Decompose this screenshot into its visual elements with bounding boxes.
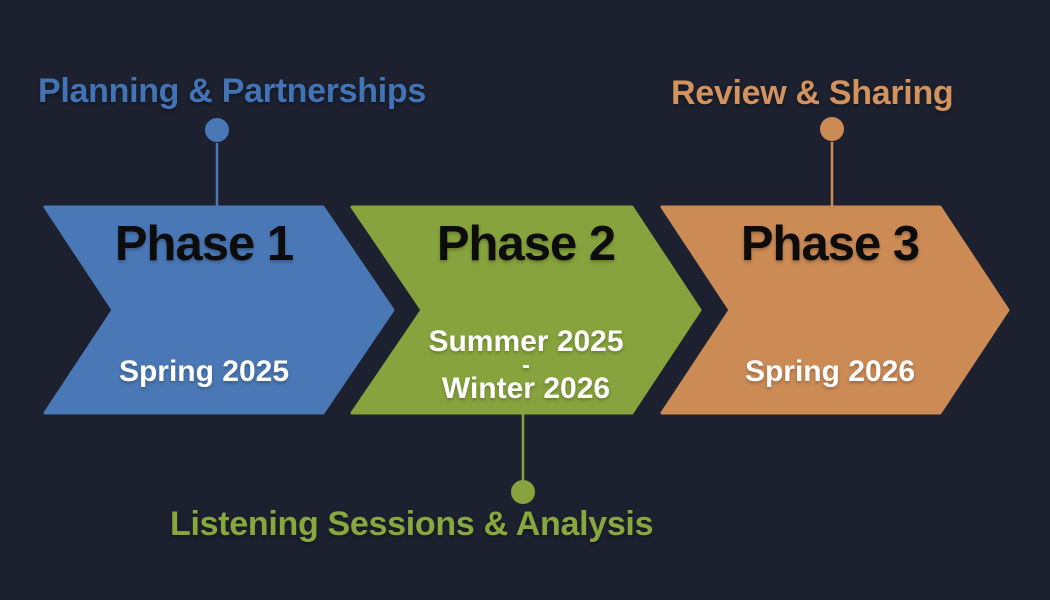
phase-2-arrow xyxy=(350,205,702,415)
phase-2-title: Phase 2 xyxy=(436,217,616,271)
phase-3-arrow xyxy=(660,205,1010,415)
phase-1-arrow xyxy=(43,205,395,415)
phase-2-dates: Summer 2025 - Winter 2026 xyxy=(376,326,676,405)
phase-2-connector-dot xyxy=(511,480,535,504)
phase-2-date-separator: - xyxy=(522,352,530,379)
phase-2-date-end: Winter 2026 xyxy=(441,372,611,405)
phase-2-label: Listening Sessions & Analysis xyxy=(170,505,654,543)
phase-1-connector-dot xyxy=(205,118,229,142)
phase-1-label: Planning & Partnerships xyxy=(38,72,426,110)
phase-1-dates: Spring 2025 xyxy=(118,355,290,388)
phase-3-label: Review & Sharing xyxy=(671,74,954,112)
phase-2-date-start: Summer 2025 xyxy=(428,325,624,358)
phase-1-title: Phase 1 xyxy=(114,217,294,271)
phase-3-title: Phase 3 xyxy=(740,217,920,271)
phase-3-dates: Spring 2026 xyxy=(744,355,916,388)
phase-3-connector-dot xyxy=(820,117,844,141)
